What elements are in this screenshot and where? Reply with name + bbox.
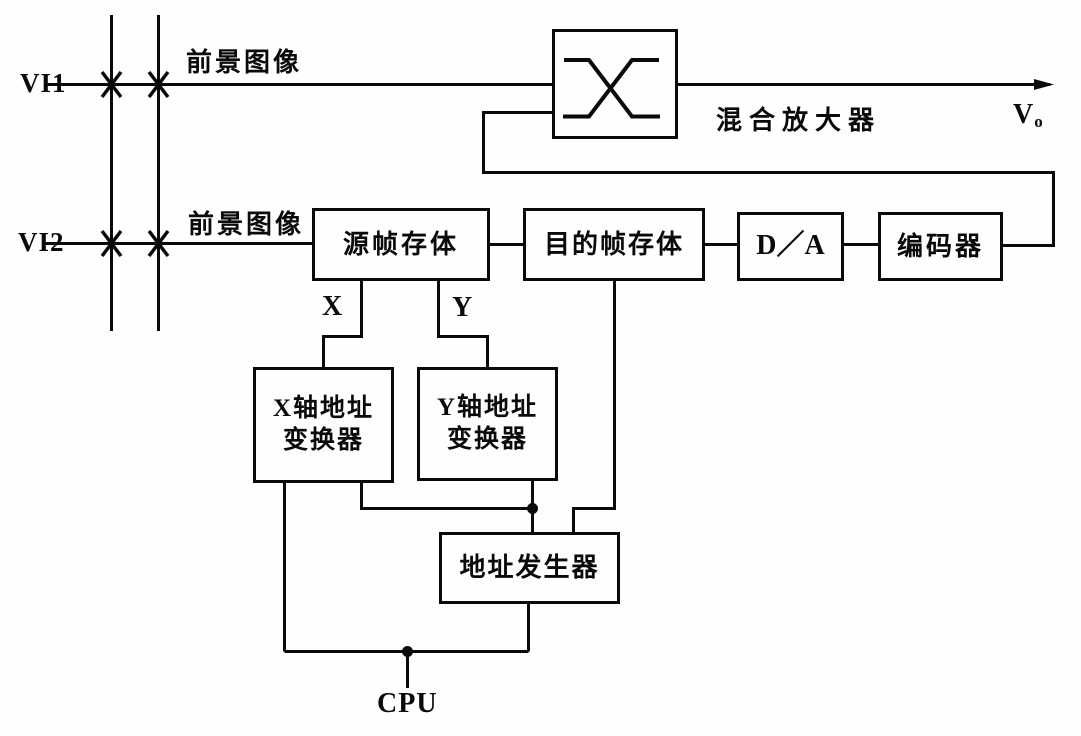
crossing-mark-icon — [147, 70, 170, 99]
vo-output-label: Vo — [1013, 99, 1044, 132]
crossing-mark-icon — [147, 229, 170, 258]
encoder-label: 编码器 — [896, 231, 984, 261]
mixer-amp-label: 混合放大器 — [716, 106, 882, 135]
mixer-block — [552, 29, 678, 139]
y-address-converter-label-line2: 变换器 — [446, 426, 528, 453]
encoder-feedback-line — [482, 111, 1055, 247]
crossbar-switch-icon — [563, 58, 660, 119]
encoder-block: 编码器 — [878, 212, 1003, 281]
dest-frame-memory-block: 目的帧存体 — [523, 208, 705, 281]
y-address-tap — [437, 281, 489, 367]
vi1-input-label: VI1 — [20, 68, 67, 98]
cpu-label: CPU — [377, 688, 438, 719]
x-address-converter-label-line1: X轴地址 — [272, 394, 375, 422]
output-arrowhead-icon — [1034, 79, 1054, 90]
source-frame-memory-block: 源帧存体 — [312, 208, 490, 281]
vo-subscript: o — [1034, 112, 1044, 131]
vo-main: V — [1013, 99, 1035, 130]
crossing-mark-icon — [100, 229, 123, 258]
crossing-mark-icon — [100, 70, 123, 99]
address-generator-label: 地址发生器 — [459, 553, 600, 583]
x-converter-output-line — [360, 483, 533, 510]
x-address-tap — [322, 281, 363, 367]
junction-dot — [527, 503, 538, 514]
dest-memory-address-line — [572, 281, 616, 532]
source-frame-memory-label: 源帧存体 — [342, 229, 459, 259]
dac-label: D／A — [756, 230, 825, 262]
y-address-converter-block: Y轴地址 变换器 — [417, 367, 558, 481]
address-generator-block: 地址发生器 — [439, 532, 620, 604]
vi2-input-label: VI2 — [18, 227, 65, 257]
dest-frame-memory-label: 目的帧存体 — [543, 229, 684, 259]
vi2-wire-label: 前景图像 — [188, 210, 305, 239]
y-wire-label: Y — [452, 292, 474, 323]
x-address-converter-label-line2: 变换器 — [282, 427, 364, 454]
vi1-wire-label: 前景图像 — [186, 48, 303, 77]
x-address-converter-block: X轴地址 变换器 — [253, 367, 394, 483]
dac-block: D／A — [737, 212, 844, 281]
y-address-converter-label-line1: Y轴地址 — [436, 393, 539, 421]
x-wire-label: X — [322, 291, 344, 322]
